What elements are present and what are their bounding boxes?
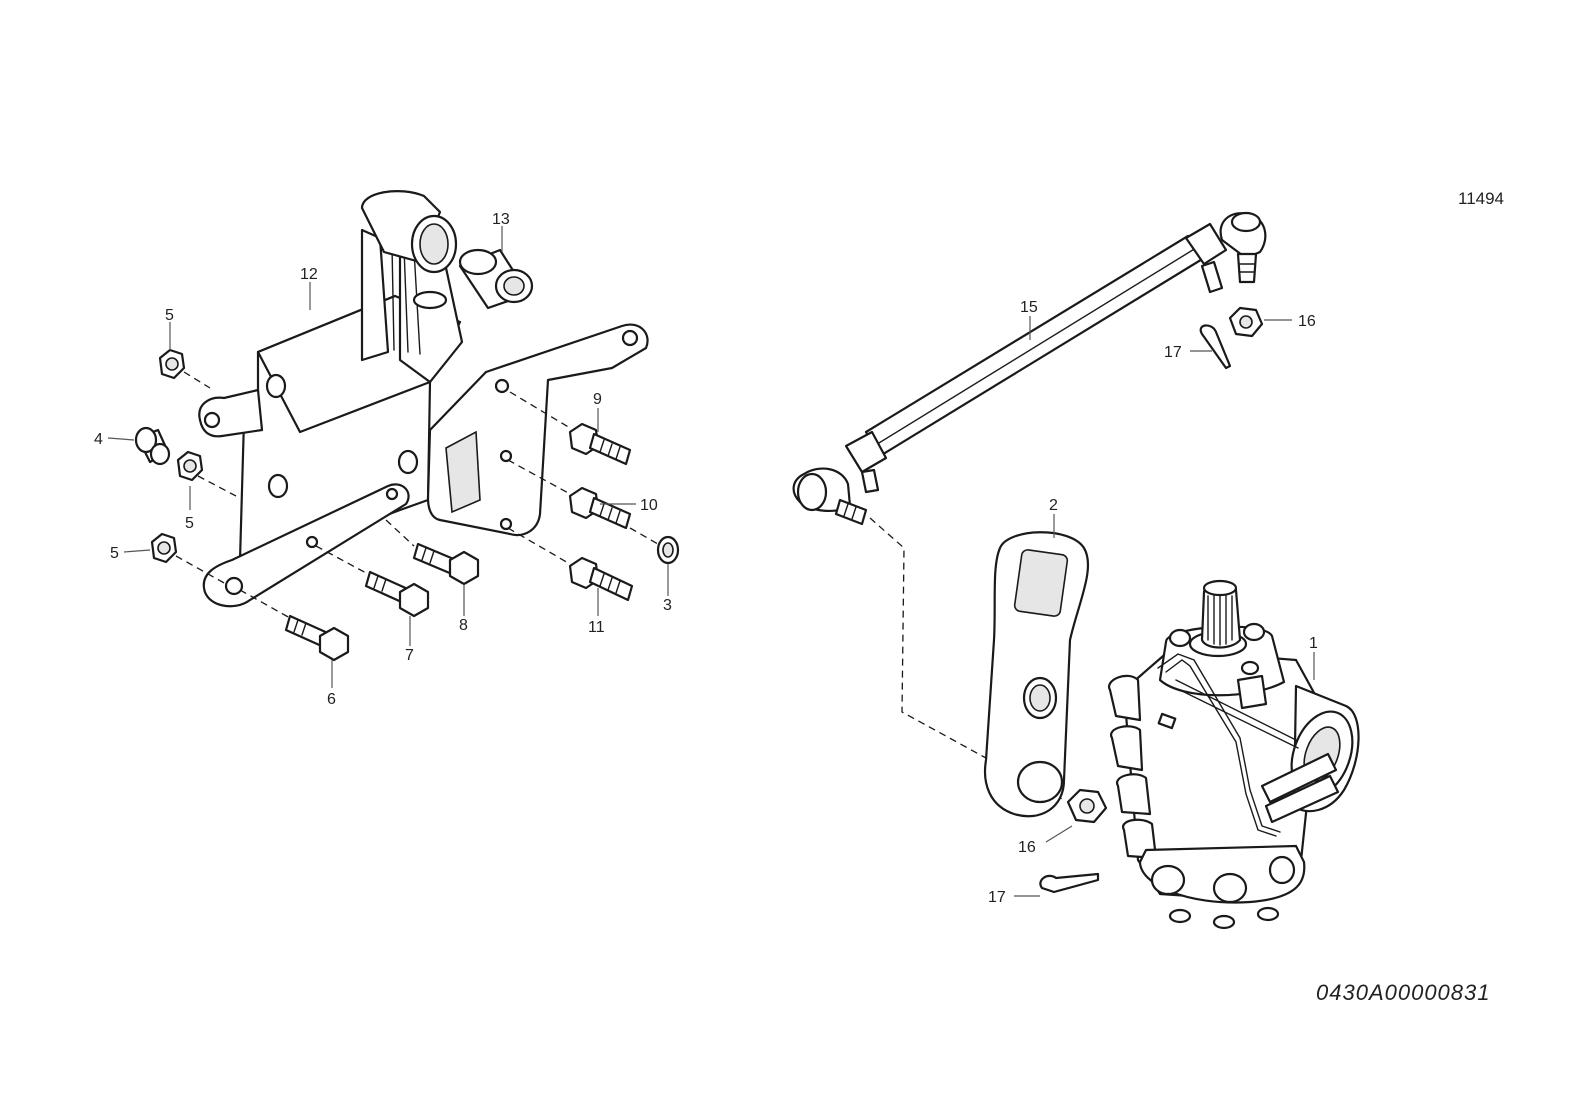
callout-16-lower: 16	[1018, 839, 1036, 856]
callout-9: 9	[593, 391, 602, 408]
callout-6: 6	[327, 691, 336, 708]
steering-gear-box	[1108, 579, 1360, 930]
callout-13: 13	[492, 211, 510, 228]
callout-5-upper: 5	[165, 307, 174, 324]
assembly-line-right	[869, 517, 1065, 801]
hex-nut-middle	[176, 450, 204, 482]
callout-7: 7	[405, 647, 414, 664]
callout-1: 1	[1309, 635, 1318, 652]
cotter-pin-upper	[1199, 324, 1232, 370]
mounting-bracket	[198, 190, 649, 608]
castle-nut-lower	[1066, 788, 1108, 824]
callout-17-lower: 17	[988, 889, 1006, 906]
callout-labels: 12 13 5 4 5 5 6 7 8 9 10 11 3 15 16 17 2…	[94, 211, 1318, 906]
castle-nut-upper	[1228, 306, 1264, 338]
flat-washer	[656, 535, 680, 565]
callout-5-middle: 5	[185, 515, 194, 532]
callout-12: 12	[300, 266, 318, 283]
pitman-arm	[984, 531, 1090, 818]
callout-8: 8	[459, 617, 468, 634]
callout-15: 15	[1020, 299, 1038, 316]
callout-2: 2	[1049, 497, 1058, 514]
bolt-10	[568, 486, 632, 530]
bolt-9	[568, 422, 632, 466]
callout-5-lower: 5	[110, 545, 119, 562]
cotter-pin-lower	[1039, 872, 1100, 894]
callout-11: 11	[588, 619, 605, 636]
bolt-8	[412, 542, 480, 586]
hex-nut-lower	[150, 532, 178, 564]
callout-16-upper: 16	[1298, 313, 1316, 330]
hex-nut-upper	[158, 348, 186, 380]
callout-4: 4	[94, 431, 103, 448]
tie-rod	[792, 211, 1267, 526]
bolt-11	[568, 556, 634, 602]
document-code: 0430A00000831	[1316, 980, 1491, 1005]
leader-lines	[107, 226, 1315, 897]
spacer-sleeve	[134, 426, 171, 466]
bolt-6	[284, 614, 350, 662]
bushing	[458, 248, 534, 310]
assembly-lines-left	[175, 371, 659, 619]
callout-10: 10	[640, 497, 658, 514]
callout-17-upper: 17	[1164, 344, 1182, 361]
bolt-7	[364, 570, 430, 618]
callout-3: 3	[663, 597, 672, 614]
figure-number: 11494	[1458, 189, 1504, 208]
